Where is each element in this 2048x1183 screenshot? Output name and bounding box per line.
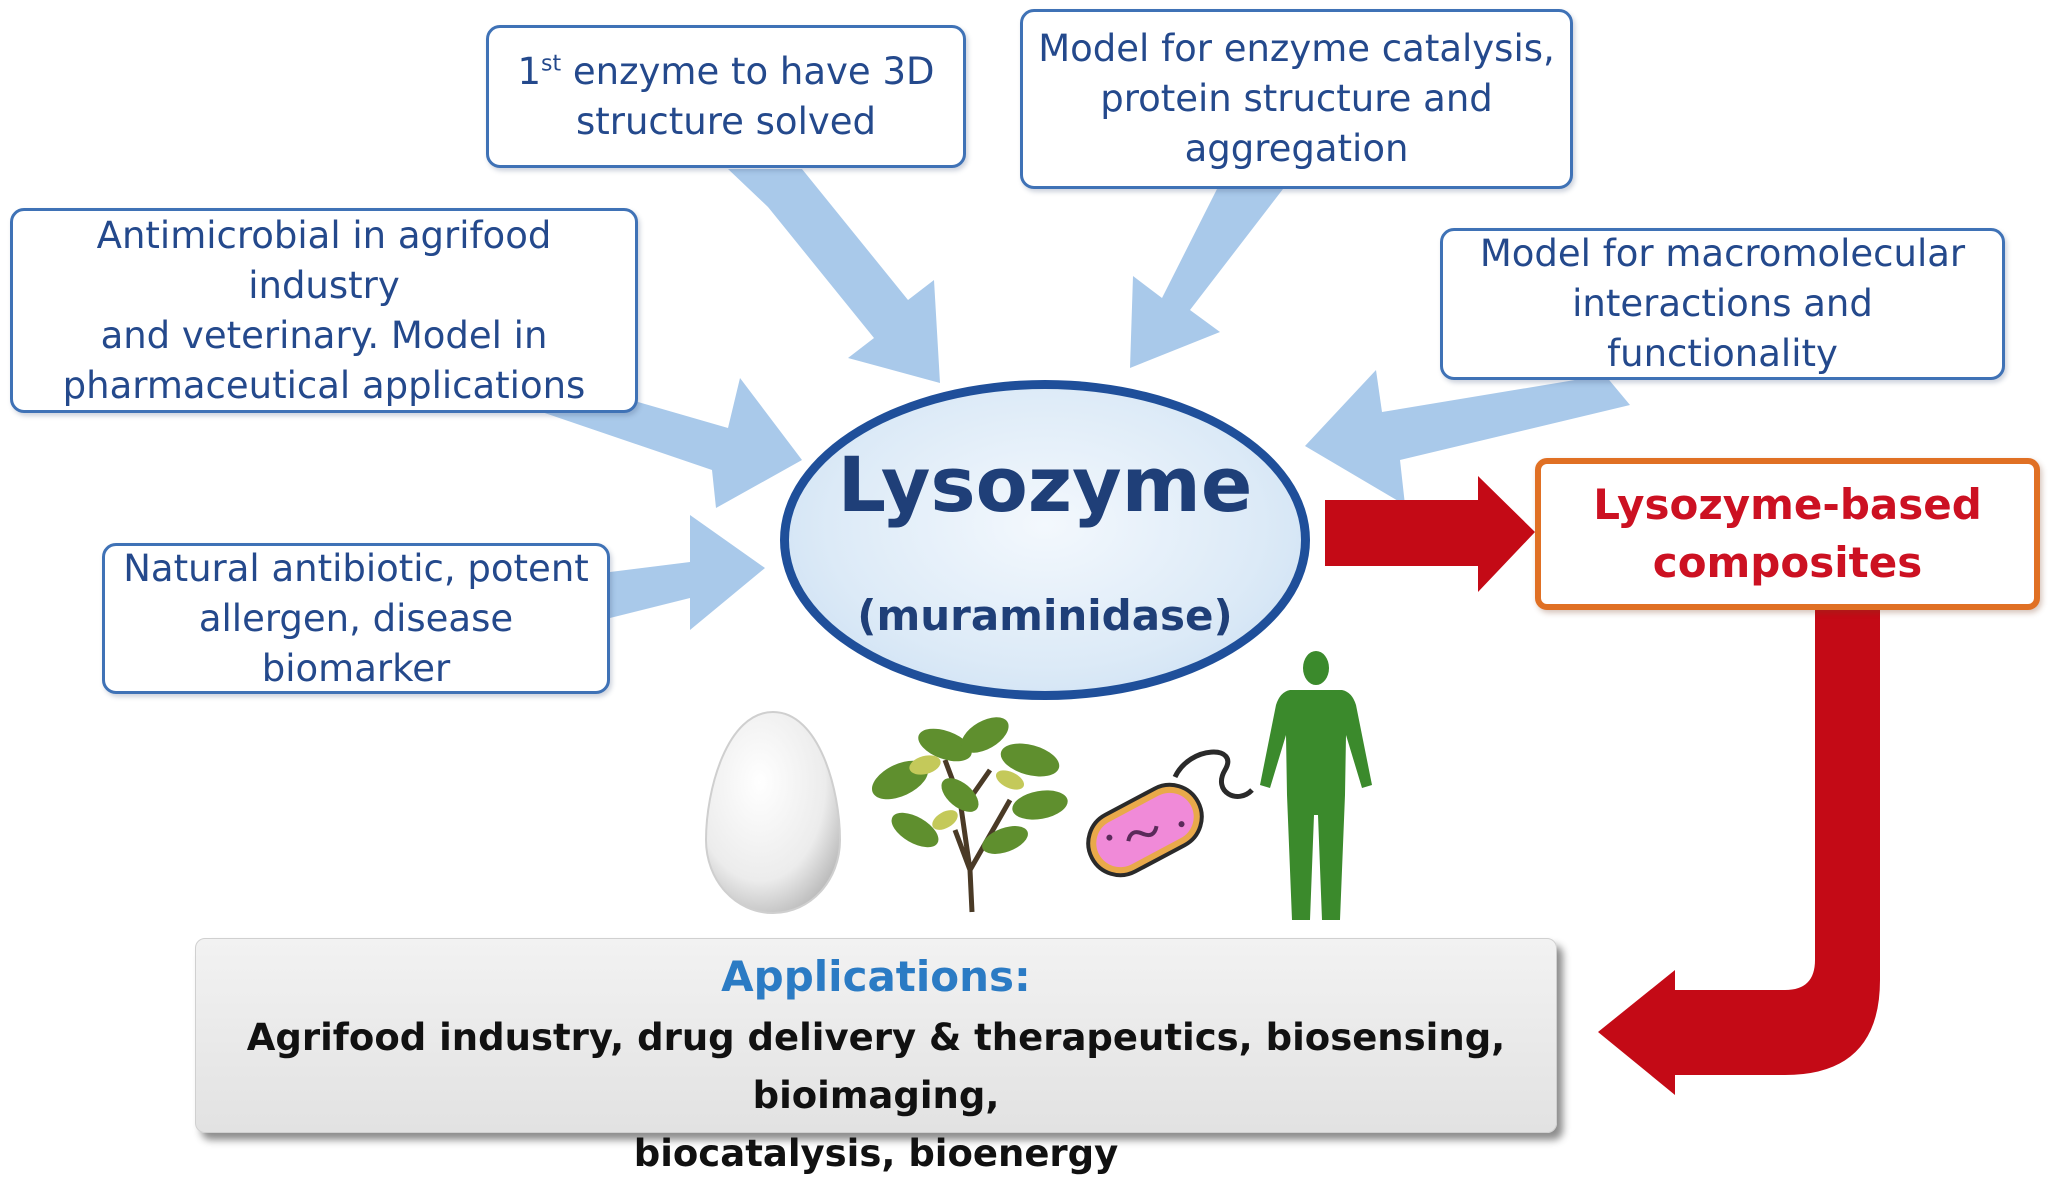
human-figure-icon	[1260, 651, 1372, 920]
info-box-enzyme-catalysis-model: Model for enzyme catalysis, protein stru…	[1020, 9, 1573, 189]
lysozyme-subtitle: (muraminidase)	[857, 591, 1233, 640]
info-box-line: interactions and functionality	[1572, 282, 1873, 375]
info-box-line: structure solved	[575, 99, 876, 143]
info-box-line: Model for enzyme catalysis,	[1038, 27, 1555, 70]
lysozyme-ellipse	[780, 380, 1310, 700]
info-box-line: aggregation	[1184, 127, 1409, 170]
applications-box: Applications: Agrifood industry, drug de…	[195, 938, 1557, 1175]
arrow-to-composites	[1325, 476, 1535, 592]
info-box-first-3d-structure: 1st enzyme to have 3D structure solved	[486, 25, 966, 168]
info-box-line: Model for macromolecular	[1479, 232, 1966, 275]
applications-title: Applications:	[721, 952, 1031, 1001]
info-box-line: 1st enzyme to have 3D	[518, 47, 935, 97]
arrows-layer	[530, 169, 1880, 1095]
info-box-macromolecular-model: Model for macromolecular interactions an…	[1440, 228, 2005, 380]
lysozyme-diagram: 1st enzyme to have 3D structure solved M…	[10, 9, 2040, 1175]
icons-layer	[704, 651, 1372, 920]
info-box-antimicrobial: Antimicrobial in agrifood industry and v…	[10, 208, 638, 413]
arrow-from-antibiotic	[610, 515, 765, 630]
arrow-to-applications	[1598, 610, 1880, 1095]
plant-icon	[871, 717, 1068, 913]
composites-line: Lysozyme-based	[1593, 480, 1982, 529]
composites-box: Lysozyme-based composites	[1535, 458, 2040, 610]
bacterium-icon	[1086, 749, 1254, 878]
applications-line: Agrifood industry, drug delivery & thera…	[246, 1016, 1506, 1117]
composites-line: composites	[1652, 538, 1923, 587]
egg-icon	[704, 710, 842, 915]
ordinal-suffix: st	[541, 51, 562, 77]
arrow-from-first3d	[728, 169, 940, 383]
applications-line: biocatalysis, bioenergy	[633, 1132, 1119, 1175]
info-box-line: and veterinary. Model in	[100, 313, 548, 357]
info-box-line: Antimicrobial in agrifood industry	[96, 213, 552, 307]
arrow-from-macromolecular	[1305, 370, 1630, 505]
info-box-line: Natural antibiotic, potent	[123, 546, 589, 590]
info-box-line: pharmaceutical applications	[62, 363, 586, 407]
info-box-text: enzyme to have 3D	[561, 49, 935, 93]
info-box-natural-antibiotic: Natural antibiotic, potent allergen, dis…	[102, 543, 610, 694]
arrow-from-catalysis	[1130, 189, 1283, 368]
info-box-line: allergen, disease biomarker	[198, 596, 514, 690]
info-box-line: protein structure and	[1100, 77, 1493, 120]
ordinal-number: 1	[517, 49, 542, 93]
applications-text: Agrifood industry, drug delivery & thera…	[206, 1009, 1546, 1183]
lysozyme-title: Lysozyme	[837, 440, 1253, 529]
